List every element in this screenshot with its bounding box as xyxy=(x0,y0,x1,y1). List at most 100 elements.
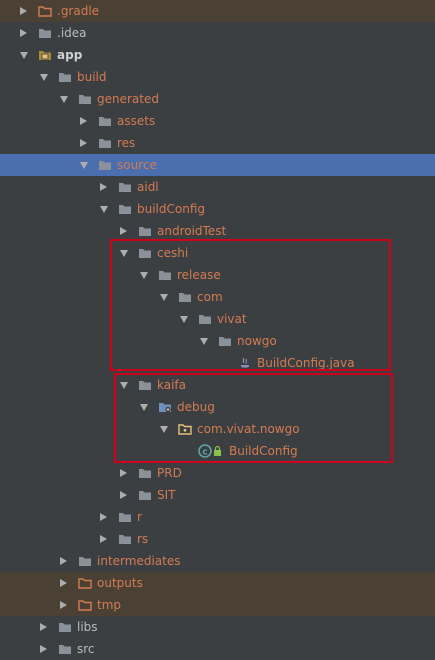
expand-arrow-icon[interactable] xyxy=(120,382,128,389)
tree-row-build[interactable]: build xyxy=(0,66,435,88)
collapse-arrow-icon[interactable] xyxy=(40,645,47,653)
expand-arrow-icon[interactable] xyxy=(40,74,48,81)
folder-icon xyxy=(98,136,112,150)
tree-row-outputs[interactable]: outputs xyxy=(0,572,435,594)
folder-icon xyxy=(158,268,172,282)
tree-row-label: generated xyxy=(97,92,159,106)
tree-row-label: BuildConfig.java xyxy=(257,356,355,370)
collapse-arrow-icon[interactable] xyxy=(40,623,47,631)
collapse-arrow-icon[interactable] xyxy=(80,139,87,147)
expand-arrow-icon[interactable] xyxy=(180,316,188,323)
tree-row-label: libs xyxy=(77,620,98,634)
folder-icon xyxy=(98,158,112,172)
tree-row-com[interactable]: com xyxy=(0,286,435,308)
tree-row-label: buildConfig xyxy=(137,202,206,216)
folder-icon xyxy=(58,620,72,634)
tree-row-source[interactable]: source xyxy=(0,154,435,176)
folder-icon xyxy=(178,290,192,304)
tree-row-src[interactable]: src xyxy=(0,638,435,660)
svg-text:c: c xyxy=(202,448,207,458)
tree-row-kaifa[interactable]: kaifa xyxy=(0,374,435,396)
tree-row-app[interactable]: app xyxy=(0,44,435,66)
tree-row-label: src xyxy=(77,642,95,656)
tree-row-generated[interactable]: generated xyxy=(0,88,435,110)
tree-row-label: source xyxy=(117,158,157,172)
tree-row-rs[interactable]: rs xyxy=(0,528,435,550)
collapse-arrow-icon[interactable] xyxy=(20,29,27,37)
tree-row-label: SIT xyxy=(157,488,176,502)
tree-row--gradle[interactable]: .gradle xyxy=(0,0,435,22)
tree-row-label: PRD xyxy=(157,466,182,480)
tree-row-assets[interactable]: assets xyxy=(0,110,435,132)
folder-icon xyxy=(218,334,232,348)
tree-row-vivat[interactable]: vivat xyxy=(0,308,435,330)
tree-row-aidl[interactable]: aidl xyxy=(0,176,435,198)
tree-row-buildconfig[interactable]: buildConfig xyxy=(0,198,435,220)
collapse-arrow-icon[interactable] xyxy=(120,469,127,477)
tree-row-r[interactable]: r xyxy=(0,506,435,528)
expand-arrow-icon[interactable] xyxy=(140,272,148,279)
collapse-arrow-icon[interactable] xyxy=(60,579,67,587)
expand-arrow-icon[interactable] xyxy=(100,206,108,213)
tree-row-release[interactable]: release xyxy=(0,264,435,286)
collapse-arrow-icon[interactable] xyxy=(100,535,107,543)
tree-row-label: build xyxy=(77,70,107,84)
tree-row-label: nowgo xyxy=(237,334,277,348)
collapse-arrow-icon[interactable] xyxy=(120,491,127,499)
expand-arrow-icon[interactable] xyxy=(200,338,208,345)
expand-arrow-icon[interactable] xyxy=(60,96,68,103)
tree-row-label: outputs xyxy=(97,576,143,590)
expand-arrow-icon[interactable] xyxy=(140,404,148,411)
tree-row-label: com xyxy=(197,290,223,304)
tree-row-buildconfig[interactable]: c BuildConfig xyxy=(0,440,435,462)
expand-arrow-icon[interactable] xyxy=(120,250,128,257)
tree-row-sit[interactable]: SIT xyxy=(0,484,435,506)
tree-row-label: assets xyxy=(117,114,156,128)
collapse-arrow-icon[interactable] xyxy=(100,183,107,191)
folder-icon xyxy=(118,202,132,216)
package-icon xyxy=(178,422,192,436)
tree-row-label: kaifa xyxy=(157,378,187,392)
tree-row-com-vivat-nowgo[interactable]: com.vivat.nowgo xyxy=(0,418,435,440)
tree-row-androidtest[interactable]: androidTest xyxy=(0,220,435,242)
tree-row-buildconfig-java[interactable]: BuildConfig.java xyxy=(0,352,435,374)
tree-row-label: r xyxy=(137,510,142,524)
folder-icon xyxy=(138,466,152,480)
tree-row-nowgo[interactable]: nowgo xyxy=(0,330,435,352)
tree-row-res[interactable]: res xyxy=(0,132,435,154)
tree-row-label: androidTest xyxy=(157,224,227,238)
tree-row-debug[interactable]: debug xyxy=(0,396,435,418)
folder-icon xyxy=(138,246,152,260)
collapse-arrow-icon[interactable] xyxy=(20,7,27,15)
collapse-arrow-icon[interactable] xyxy=(60,557,67,565)
folder-icon xyxy=(138,488,152,502)
expand-arrow-icon[interactable] xyxy=(160,426,168,433)
folder-icon xyxy=(58,642,72,656)
collapse-arrow-icon[interactable] xyxy=(100,513,107,521)
folder-icon xyxy=(138,378,152,392)
tree-row-label: intermediates xyxy=(97,554,181,568)
class-icon: c xyxy=(198,444,224,458)
folder-excluded-icon xyxy=(78,598,92,612)
tree-row--idea[interactable]: .idea xyxy=(0,22,435,44)
tree-row-libs[interactable]: libs xyxy=(0,616,435,638)
folder-icon xyxy=(118,180,132,194)
expand-arrow-icon[interactable] xyxy=(160,294,168,301)
tree-row-label: aidl xyxy=(137,180,159,194)
collapse-arrow-icon[interactable] xyxy=(80,117,87,125)
tree-row-label: rs xyxy=(137,532,149,546)
tree-row-label: .gradle xyxy=(57,4,100,18)
tree-row-ceshi[interactable]: ceshi xyxy=(0,242,435,264)
tree-row-tmp[interactable]: tmp xyxy=(0,594,435,616)
tree-row-label: BuildConfig xyxy=(229,444,298,458)
collapse-arrow-icon[interactable] xyxy=(60,601,67,609)
expand-arrow-icon[interactable] xyxy=(80,162,88,169)
folder-icon xyxy=(78,554,92,568)
tree-row-label: app xyxy=(57,48,83,62)
tree-row-prd[interactable]: PRD xyxy=(0,462,435,484)
source-root-folder-icon xyxy=(158,400,172,414)
tree-row-label: tmp xyxy=(97,598,122,612)
expand-arrow-icon[interactable] xyxy=(20,52,28,59)
collapse-arrow-icon[interactable] xyxy=(120,227,127,235)
tree-row-intermediates[interactable]: intermediates xyxy=(0,550,435,572)
